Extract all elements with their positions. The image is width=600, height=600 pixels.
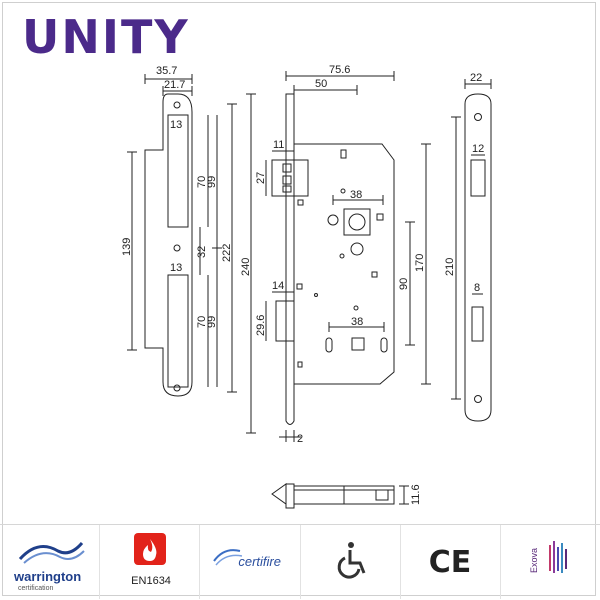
exova-bars-icon	[548, 541, 567, 573]
certifire-name: certifire	[238, 554, 281, 569]
dimension-21-7	[162, 86, 193, 96]
dimension-38-bottom	[328, 322, 385, 332]
label-38-bottom: 38	[351, 316, 363, 328]
warrington-name: warrington	[14, 569, 82, 584]
label-222: 222	[221, 244, 233, 262]
technical-drawing: 35.7 21.7 13 13 139 70 70 99 99 32 222 2…	[121, 64, 492, 509]
label-32: 32	[196, 246, 208, 258]
fire-rating-logo: EN1634	[100, 525, 201, 599]
label-13-bottom: 13	[170, 262, 182, 274]
label-99-bottom: 99	[206, 316, 218, 328]
wheelchair-icon	[337, 542, 365, 579]
label-29-6: 29.6	[255, 315, 267, 336]
dimension-170	[421, 143, 431, 385]
dimension-139	[127, 151, 137, 351]
side-view	[271, 483, 395, 509]
certifire-swoosh-icon	[213, 549, 243, 566]
label-90: 90	[398, 278, 410, 290]
label-99-top: 99	[206, 176, 218, 188]
dimension-35-7	[144, 74, 193, 84]
label-8: 8	[474, 282, 480, 294]
label-139: 139	[121, 238, 133, 256]
ce-mark-logo: CE	[401, 525, 501, 599]
label-38-top: 38	[350, 189, 362, 201]
ce-mark: CE	[428, 545, 472, 580]
dimension-2	[279, 430, 301, 442]
label-75-6: 75.6	[329, 64, 350, 76]
label-35-7: 35.7	[156, 65, 177, 77]
faceplate-front	[464, 93, 492, 422]
dimension-50	[293, 85, 358, 95]
label-50: 50	[315, 78, 327, 90]
dimension-90	[405, 221, 415, 346]
dimension-210	[451, 116, 461, 400]
exova-logo: Exova	[501, 525, 600, 599]
dimension-99	[212, 115, 222, 387]
brand-logo: UNITY	[22, 10, 190, 64]
flame-icon	[134, 533, 167, 565]
warrington-swoosh-icon	[18, 541, 85, 564]
exova-name: Exova	[528, 547, 539, 573]
label-13-top: 13	[170, 119, 182, 131]
fire-label: EN1634	[131, 575, 171, 587]
label-12: 12	[472, 143, 484, 155]
label-14: 14	[272, 280, 284, 292]
lock-body	[271, 93, 395, 425]
dimension-240	[246, 93, 256, 434]
strike-plate	[144, 93, 193, 397]
accessibility-logo	[301, 525, 401, 599]
dimension-22	[464, 79, 492, 89]
label-21-7: 21.7	[164, 79, 185, 91]
warrington-logo: warrington certification	[0, 525, 101, 599]
label-2: 2	[297, 433, 303, 445]
certifire-logo: certifire	[200, 525, 301, 599]
label-210: 210	[444, 258, 456, 276]
dimension-75-6	[285, 71, 395, 81]
label-170: 170	[414, 254, 426, 272]
label-27: 27	[255, 172, 267, 184]
label-11: 11	[273, 139, 284, 151]
label-22: 22	[470, 72, 482, 84]
label-240: 240	[240, 258, 252, 276]
label-70-bottom: 70	[196, 316, 208, 328]
warrington-sub: certification	[18, 585, 54, 592]
dimension-222	[227, 103, 237, 393]
dimension-38-top	[332, 195, 384, 205]
label-70-top: 70	[196, 176, 208, 188]
label-11-6: 11.6	[410, 484, 422, 505]
certification-logo-bar: warrington certification EN1634 certifir…	[0, 524, 600, 599]
dimension-11-6	[399, 485, 409, 505]
